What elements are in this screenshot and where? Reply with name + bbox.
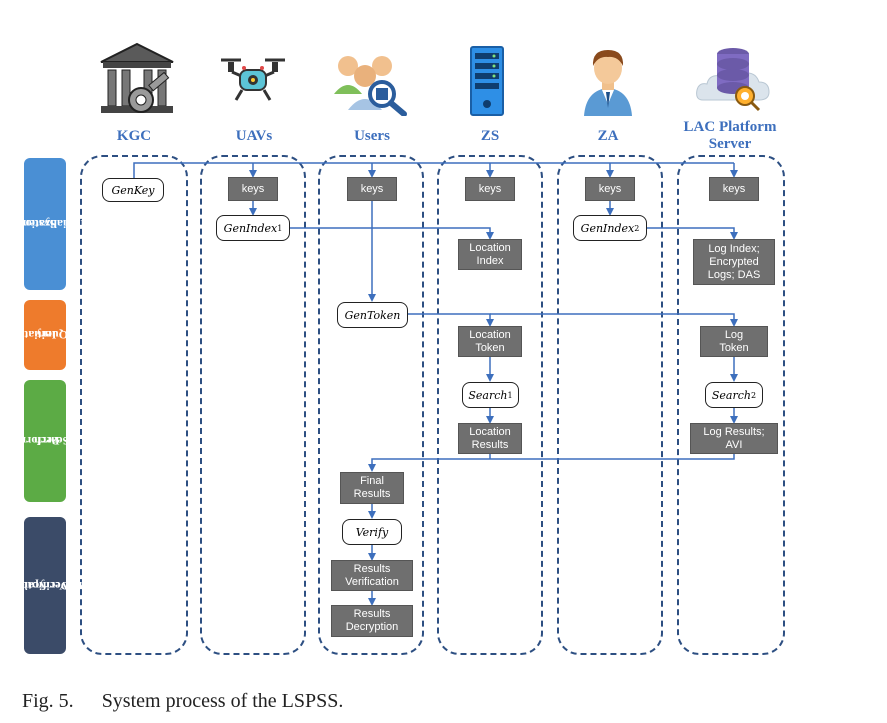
verify-box: Verify bbox=[342, 519, 402, 545]
box-line: Results bbox=[353, 562, 391, 575]
verify-text: Verify bbox=[355, 525, 389, 539]
database-cloud-icon bbox=[696, 48, 770, 112]
keys-box-lac: keys bbox=[709, 177, 759, 201]
results-decryption-box: Results Decryption bbox=[331, 605, 413, 637]
lane-uavs bbox=[200, 155, 306, 655]
entity-label-zs: ZS bbox=[480, 128, 500, 144]
box-line: Logs; DAS bbox=[707, 268, 761, 281]
box-line: Log bbox=[724, 328, 744, 341]
lane-za bbox=[557, 155, 663, 655]
drone-icon bbox=[221, 58, 285, 101]
arrow-gentoken-location-token bbox=[408, 313, 494, 327]
lane-lac-server bbox=[677, 155, 785, 655]
users-search-icon bbox=[334, 56, 407, 116]
entity-label-uavs: UAVs bbox=[235, 128, 273, 144]
arrow-genkey-distribution bbox=[133, 162, 734, 178]
entity-label-lac-platform: LAC Platform bbox=[683, 119, 777, 135]
gentoken-text: GenToken bbox=[344, 308, 401, 322]
search1-subscript: 1 bbox=[507, 390, 513, 400]
results-verification-box: Results Verification bbox=[331, 560, 413, 591]
location-index-box: Location Index bbox=[458, 239, 522, 270]
server-icon bbox=[470, 46, 504, 116]
person-icon bbox=[584, 50, 632, 116]
box-line: Results bbox=[353, 488, 391, 500]
genindex1-text: GenIndex bbox=[223, 221, 278, 235]
box-line: Location bbox=[469, 241, 511, 254]
search1-text: Search bbox=[468, 388, 508, 402]
box-line: Log Index; bbox=[708, 242, 760, 255]
arrow-results-to-final bbox=[368, 454, 735, 472]
lane-zs bbox=[437, 155, 543, 655]
genindex1-subscript: 1 bbox=[277, 223, 283, 233]
log-results-box: Log Results; AVI bbox=[690, 423, 778, 454]
keys-box-za: keys bbox=[585, 177, 635, 201]
box-line: Token bbox=[719, 341, 749, 354]
gentoken-box: GenToken bbox=[337, 302, 408, 328]
genindex2-subscript: 2 bbox=[634, 223, 640, 233]
genindex2-text: GenIndex bbox=[580, 221, 635, 235]
box-line: Final bbox=[360, 475, 384, 487]
box-line: Index bbox=[476, 254, 504, 267]
box-line: AVI bbox=[725, 438, 743, 451]
box-line: Location bbox=[469, 328, 511, 341]
box-line: Encrypted bbox=[709, 255, 759, 268]
box-line: Log Results; bbox=[703, 425, 765, 438]
box-line: Verification bbox=[345, 575, 399, 588]
entity-label-za: ZA bbox=[597, 128, 619, 144]
location-results-box: Location Results bbox=[458, 423, 522, 454]
location-token-box: Location Token bbox=[458, 326, 522, 357]
figure-caption: Fig. 5. System process of the LSPSS. bbox=[22, 690, 343, 713]
search2-subscript: 2 bbox=[751, 390, 757, 400]
keys-box-users: keys bbox=[347, 177, 397, 201]
box-line: Decryption bbox=[345, 621, 399, 633]
figure-caption-text: System process of the LSPSS. bbox=[101, 690, 344, 712]
keys-box-zs: keys bbox=[465, 177, 515, 201]
entity-label-lac-server: Server bbox=[708, 136, 752, 152]
log-token-box: Log Token bbox=[700, 326, 768, 357]
keys-box-uavs: keys bbox=[228, 177, 278, 201]
box-line: Location bbox=[469, 425, 511, 438]
box-line: Token bbox=[475, 341, 505, 354]
lane-users bbox=[318, 155, 424, 655]
search2-text: Search bbox=[711, 388, 751, 402]
arrow-genindex2-log-index bbox=[647, 227, 738, 240]
figure-label: Fig. 5. bbox=[22, 690, 74, 712]
entity-label-users: Users bbox=[354, 128, 390, 144]
entity-label-kgc: KGC bbox=[116, 128, 152, 144]
genkey-box: GenKey bbox=[102, 178, 164, 202]
lane-kgc bbox=[80, 155, 188, 655]
box-line: Results bbox=[471, 438, 509, 451]
box-line: Results bbox=[353, 608, 391, 620]
arrow-genindex1-location-index bbox=[290, 227, 494, 240]
genkey-text: GenKey bbox=[111, 183, 155, 197]
final-results-box: Final Results bbox=[340, 472, 404, 504]
log-index-box: Log Index; Encrypted Logs; DAS bbox=[693, 239, 775, 285]
bank-key-icon bbox=[100, 42, 174, 113]
arrow-gentoken-log-token bbox=[490, 313, 738, 327]
